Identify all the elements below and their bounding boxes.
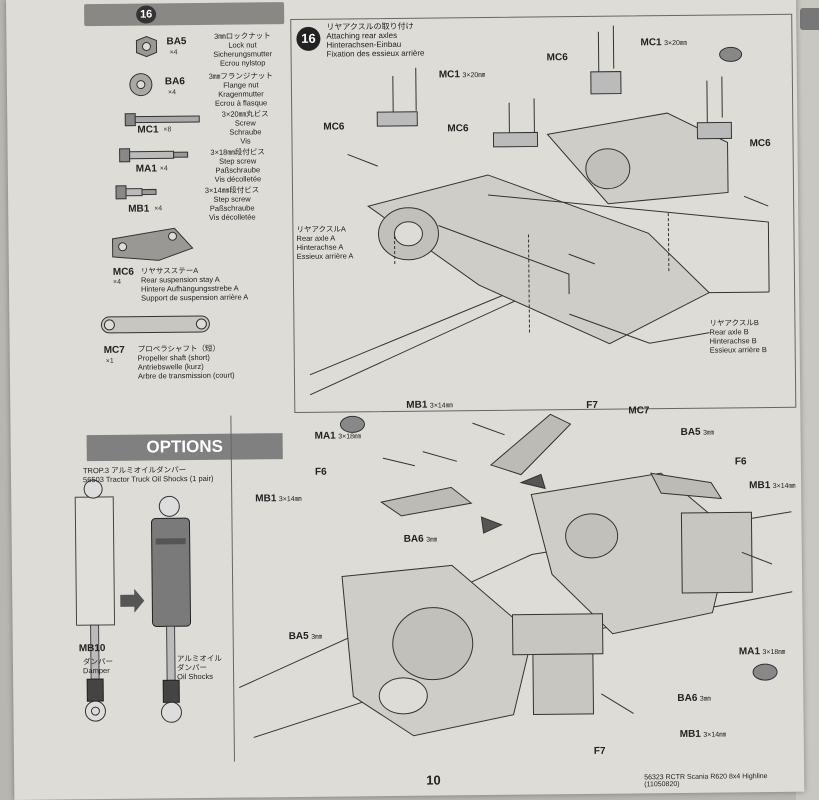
part-mc1-code: MC1 [137,124,159,136]
mc1-screw-icon [124,113,200,127]
instruction-page: 16 [6,0,805,800]
page-number: 10 [426,772,441,788]
upper-label-mc6-c: MC6 [447,123,469,135]
ba5-nut-icon [135,35,158,58]
part-ba6-qty: ×4 [167,89,177,97]
part-ba6-code: BA6 [164,76,185,88]
parts-drawings [74,25,793,738]
ba6-nut-icon [129,73,153,97]
part-ma1-code: MA1 [135,163,157,175]
upper-label-mc6-a: MC6 [546,52,568,64]
part-mc7-code: MC7 [103,344,125,356]
lower-label-ma1-left: MA1 3×18㎜ [314,430,362,442]
option-item-en: 56503 Tractor Truck Oil Shocks (1 pair) [82,473,214,485]
lower-label-mb1-left: MB1 3×14㎜ [255,493,302,505]
lower-label-f7-bottom: F7 [593,745,606,757]
lower-label-f6-right: F6 [734,456,747,468]
lower-label-ma1-right: MA1 3×18㎜ [738,646,786,658]
upper-label-mc6-d: MC6 [749,138,771,150]
arrow-icon [120,588,145,613]
part-mc6-code: MC6 [112,266,135,278]
upper-label-mc1-b: MC1 3×20㎜ [640,37,687,49]
mb1-screw-icon [115,185,157,200]
upper-assembly-drawing [309,25,770,396]
upper-label-mc6-b: MC6 [323,121,345,133]
part-mb1-qty: ×4 [154,205,163,213]
lower-label-ba6-bottom: BA6 3㎜ [677,692,711,705]
lower-label-ba5-right: BA5 3㎜ [680,426,715,438]
part-mc7-qty: ×1 [105,357,114,365]
part-ma1-qty: ×4 [159,165,168,173]
lower-label-ba5-left: BA5 3㎜ [288,630,323,643]
oil-shock-drawing [150,495,192,723]
part-mb1-code: MB1 [128,203,150,215]
footer-model: 56323 RCTR Scania R620 8x4 Highline (110… [644,773,768,789]
step-number-badge: 16 [296,26,321,51]
ma1-screw-icon [119,148,189,163]
mc7-shaft-icon [100,315,210,334]
lower-assembly-panel [230,409,799,762]
upper-label-mc1-a: MC1 3×20㎜ [438,69,486,81]
standard-damper-drawing [74,479,116,722]
lower-assembly-drawing [239,413,793,738]
lower-label-mc7: MC7 [628,405,650,417]
lower-label-f6-left: F6 [314,466,327,478]
part-mc7-desc: プロペラシャフト（短）Propeller shaft (short)Antrie… [137,343,235,381]
part-mc1-qty: ×8 [163,126,172,134]
lower-label-mb1-top: MB1 3×14㎜ [406,399,453,411]
part-ba5-qty: ×4 [169,49,178,57]
option-left-code: MB10 [78,642,106,655]
part-ba5-code: BA5 [166,36,187,48]
mc6-stay-icon [112,227,194,261]
lower-label-mb1-bottom: MB1 3×14㎜ [679,728,727,740]
lower-label-mb1-right: MB1 3×14㎜ [749,480,796,492]
lower-label-ba6-left: BA6 3㎜ [403,533,438,545]
part-mc6-qty: ×4 [112,278,121,286]
lower-label-f7-top: F7 [586,399,599,411]
next-page-step-marker [800,8,819,30]
